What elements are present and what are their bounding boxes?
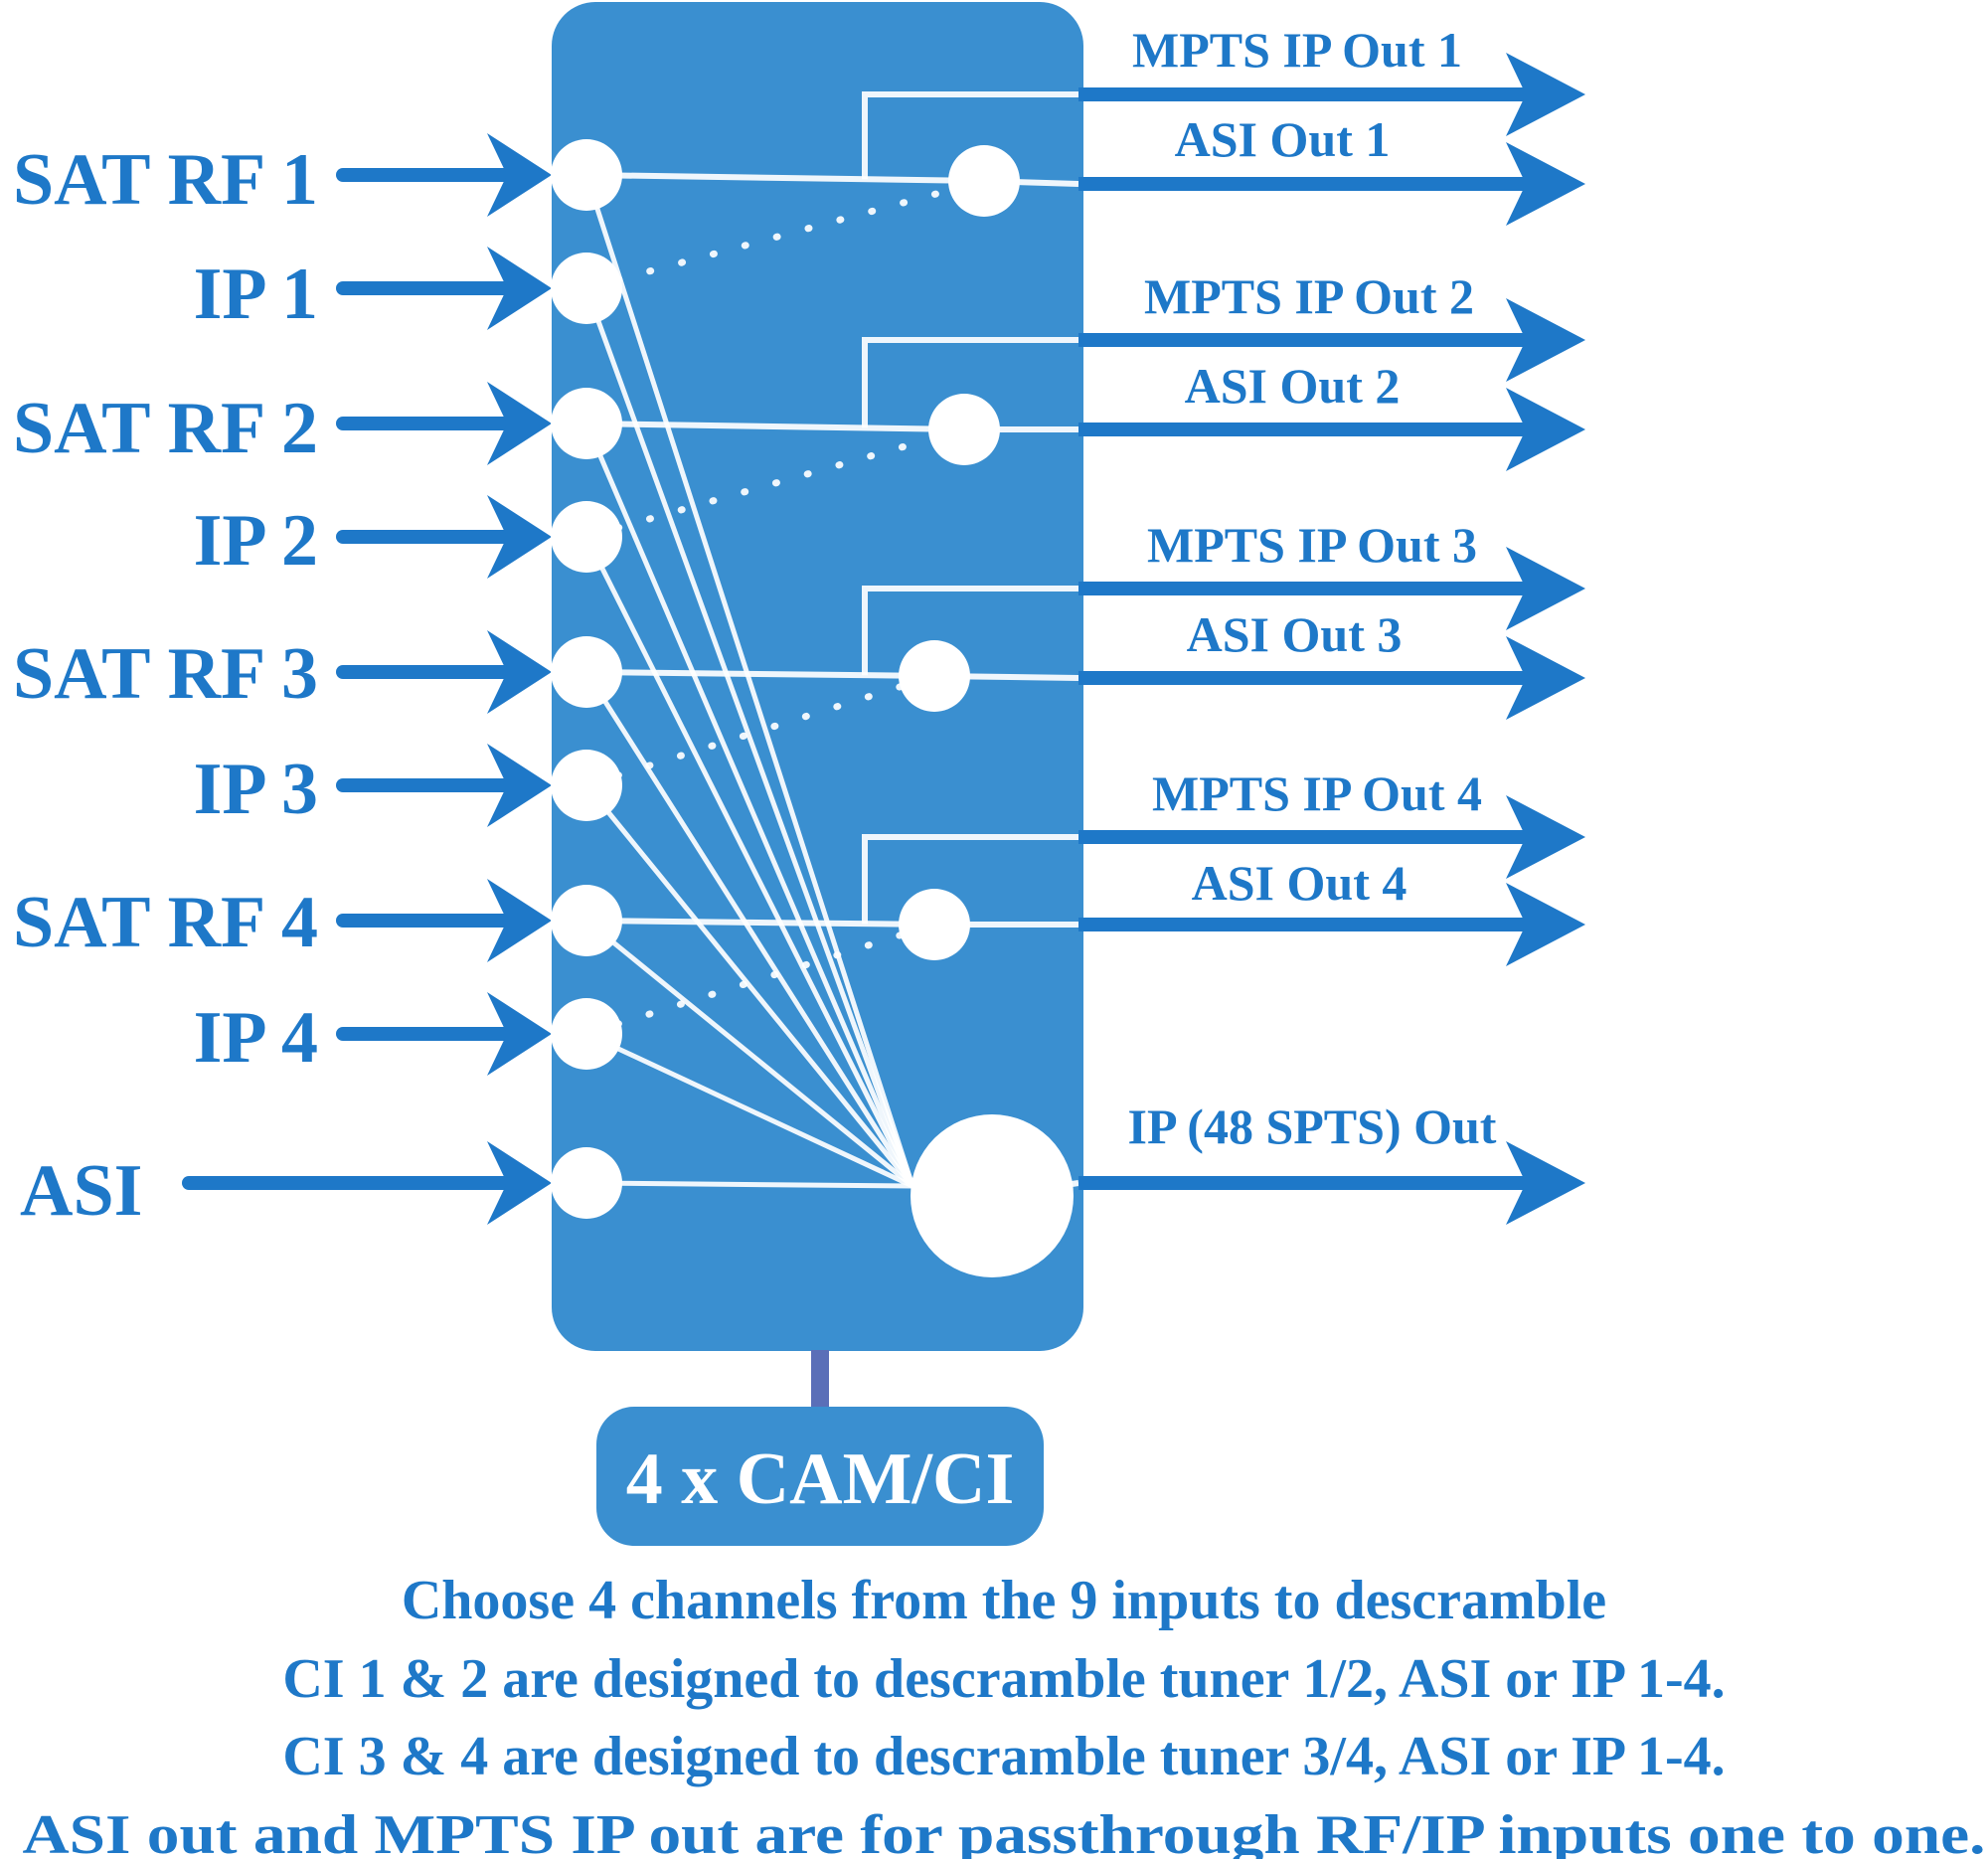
fan-line-sat-rf-3 — [583, 670, 915, 1188]
output-label-mpts-4: MPTS IP Out 4 — [1152, 765, 1482, 821]
fan-line-asi — [585, 1180, 913, 1189]
spts-node — [911, 1114, 1074, 1277]
input-node-sat-rf-3 — [551, 636, 622, 708]
input-arrow-sat-rf-2-head — [487, 382, 552, 465]
input-label-sat-rf-1: SAT RF 1 — [13, 139, 318, 221]
output-arrow-mpts-ip-out-3-head — [1506, 547, 1585, 630]
ip-dotted-line-2 — [582, 425, 968, 541]
output-node-4 — [899, 889, 970, 960]
input-arrow-ip-4-head — [487, 992, 552, 1076]
input-node-ip-2 — [551, 501, 622, 573]
output-node-1 — [948, 145, 1020, 217]
input-label-ip-4: IP 4 — [194, 997, 318, 1079]
cam-ci-label: 4 x CAM/CI — [626, 1438, 1015, 1520]
output-arrows — [1078, 53, 1585, 1225]
output-arrow-asi-out-3-head — [1506, 636, 1585, 720]
input-node-asi — [551, 1147, 622, 1219]
note-2: CI 1 & 2 are designed to descramble tune… — [282, 1648, 1725, 1710]
input-arrow-asi-head — [487, 1141, 552, 1225]
input-arrow-ip-3-head — [487, 744, 552, 827]
input-arrows — [182, 133, 552, 1225]
output-arrow-mpts-ip-out-2-head — [1506, 298, 1585, 382]
input-node-sat-rf-2 — [551, 388, 622, 459]
passthrough-line-3 — [585, 669, 935, 679]
fan-line-sat-rf-4 — [584, 919, 914, 1188]
output-label-mpts-2: MPTS IP Out 2 — [1144, 268, 1474, 324]
input-node-sat-rf-4 — [551, 885, 622, 956]
input-node-sat-rf-1 — [551, 139, 622, 211]
output-arrow-asi-out-1-head — [1506, 142, 1585, 226]
input-label-sat-rf-3: SAT RF 3 — [13, 633, 318, 715]
passthrough-line-2 — [585, 421, 965, 432]
note-4: ASI out and MPTS IP out are for passthro… — [23, 1804, 1986, 1859]
cam-ci-box — [596, 1407, 1044, 1546]
mpts-line-3 — [862, 586, 1078, 676]
output-node-3 — [899, 640, 970, 712]
input-label-sat-rf-2: SAT RF 2 — [13, 388, 318, 469]
cam-connector — [811, 1350, 829, 1408]
output-arrow-mpts-ip-out-4-head — [1506, 795, 1585, 879]
note-1: Choose 4 channels from the 9 inputs to d… — [402, 1570, 1606, 1631]
internal-connections — [582, 91, 1079, 1199]
output-label-asi-2: ASI Out 2 — [1185, 358, 1401, 414]
output-label-spts: IP (48 SPTS) Out — [1128, 1098, 1497, 1154]
output-label-mpts-3: MPTS IP Out 3 — [1147, 517, 1477, 573]
input-arrow-sat-rf-4-head — [487, 879, 552, 962]
output-node-2 — [928, 394, 1000, 465]
input-label-ip-1: IP 1 — [194, 254, 318, 335]
mpts-line-2 — [862, 337, 1078, 428]
input-node-ip-3 — [551, 750, 622, 821]
input-node-ip-1 — [551, 253, 622, 324]
fan-line-sat-rf-1 — [583, 174, 915, 1187]
input-label-asi: ASI — [20, 1150, 142, 1232]
input-label-sat-rf-4: SAT RF 4 — [13, 882, 318, 963]
fan-line-ip-1 — [583, 287, 915, 1187]
input-arrow-sat-rf-1-head — [487, 133, 552, 217]
input-arrow-ip-2-head — [487, 495, 552, 579]
input-arrow-ip-1-head — [487, 247, 552, 330]
mpts-line-4 — [862, 834, 1078, 925]
fan-line-ip-3 — [584, 783, 914, 1188]
nodes — [551, 139, 1074, 1277]
output-arrow-asi-out-2-head — [1506, 388, 1585, 471]
input-label-ip-2: IP 2 — [194, 500, 318, 582]
passthrough-line-1 — [585, 172, 985, 184]
passthrough-line-4 — [585, 918, 935, 928]
ip-dotted-line-1 — [582, 177, 988, 292]
output-arrow-mpts-ip-out-1-head — [1506, 53, 1585, 136]
input-arrow-sat-rf-3-head — [487, 630, 552, 714]
fan-line-ip-2 — [583, 535, 915, 1188]
mpts-line-1 — [862, 91, 1078, 180]
output-label-asi-4: ASI Out 4 — [1192, 855, 1408, 911]
fan-line-ip-4 — [584, 1031, 914, 1189]
output-arrow-asi-out-4-head — [1506, 883, 1585, 966]
input-node-ip-4 — [551, 998, 622, 1070]
output-label-asi-3: ASI Out 3 — [1187, 606, 1403, 662]
output-label-mpts-1: MPTS IP Out 1 — [1132, 22, 1462, 78]
fan-line-sat-rf-2 — [583, 422, 915, 1187]
output-arrow-ip-48-spts-out-head — [1506, 1141, 1585, 1225]
note-3: CI 3 & 4 are designed to descramble tune… — [282, 1726, 1725, 1787]
output-label-asi-1: ASI Out 1 — [1175, 111, 1391, 167]
input-label-ip-3: IP 3 — [194, 749, 318, 830]
